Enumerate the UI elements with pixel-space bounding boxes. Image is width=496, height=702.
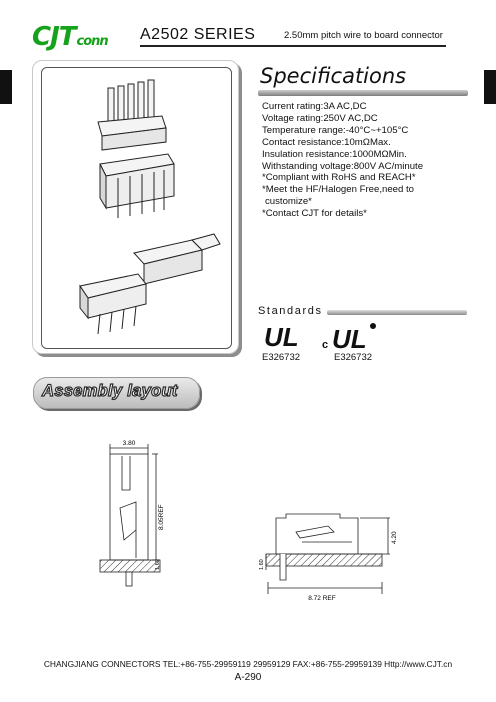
dim-length-ref: 8.72 REF — [308, 595, 335, 602]
product-photo-frame — [41, 67, 232, 349]
spec-item: Withstanding voltage:800V AC/minute — [262, 160, 424, 172]
left-edge-tab — [0, 70, 12, 104]
dim-depth-left: 1.60 — [155, 559, 161, 570]
ul-mark-text: UL — [264, 322, 299, 352]
header-rule — [140, 45, 446, 47]
cul-mark-text: UL — [332, 324, 367, 354]
logo-suffix-text: conn — [76, 34, 109, 49]
assembly-heading-pill — [33, 377, 200, 409]
ul-certificate-number: E326732 — [262, 352, 301, 363]
specifications-title: Specifications — [260, 64, 407, 88]
ul-logo: UL — [264, 322, 299, 352]
logo-main-text: CJT — [32, 22, 76, 52]
c-mark-text: c — [322, 339, 328, 351]
spec-item: *Compliant with RoHS and REACH* — [262, 172, 416, 184]
right-angle-connector-image — [79, 233, 221, 335]
specifications-list: Current rating:3A AC,DC Voltage rating:2… — [262, 101, 423, 220]
spec-item: Contact resistance:10mΩMax. — [262, 136, 391, 148]
spec-item: Voltage rating:250V AC,DC — [262, 112, 378, 124]
spec-item: *Meet the HF/Halogen Free,need to — [262, 184, 414, 196]
standards-label: Standards — [258, 305, 323, 317]
vertical-connector-image — [97, 79, 175, 218]
page-number: A-290 — [234, 672, 262, 683]
spec-item: *Contact CJT for details* — [262, 208, 367, 220]
spec-item: customize* — [265, 196, 312, 208]
cul-certificate-number: E326732 — [334, 352, 373, 363]
footer-contact: CHANGJIANG CONNECTORS TEL:+86-755-299591… — [43, 659, 453, 669]
dim-thickness-left: 1.60 — [259, 559, 265, 570]
spec-item: Temperature range:-40°C~+105°C — [262, 124, 409, 136]
connector-photos — [79, 79, 221, 335]
dim-width-top: 3.80 — [123, 440, 136, 447]
assembly-drawing: 3.80 8.05REF 1.60 4.20 1.60 8.72 REF — [99, 440, 398, 602]
dim-height-ref: 8.05REF — [158, 504, 165, 530]
standards-rule — [327, 310, 467, 315]
series-title: A2502 SERIES — [140, 26, 256, 43]
side-view-drawing — [265, 513, 390, 594]
cjt-logo: CJTconn — [32, 22, 109, 52]
series-subtitle: 2.50mm pitch wire to board connector — [284, 30, 443, 41]
spec-item: Current rating:3A AC,DC — [262, 101, 367, 112]
cul-logo: c UL — [322, 323, 376, 354]
right-edge-tab — [484, 70, 496, 104]
front-view-drawing — [99, 444, 161, 587]
product-photo-panel — [32, 60, 239, 354]
spec-item: Insulation resistance:1000MΩMin. — [262, 148, 407, 160]
dim-height-right: 4.20 — [391, 531, 398, 544]
specifications-rule — [258, 90, 468, 96]
assembly-heading: Assembly layout — [41, 381, 178, 400]
